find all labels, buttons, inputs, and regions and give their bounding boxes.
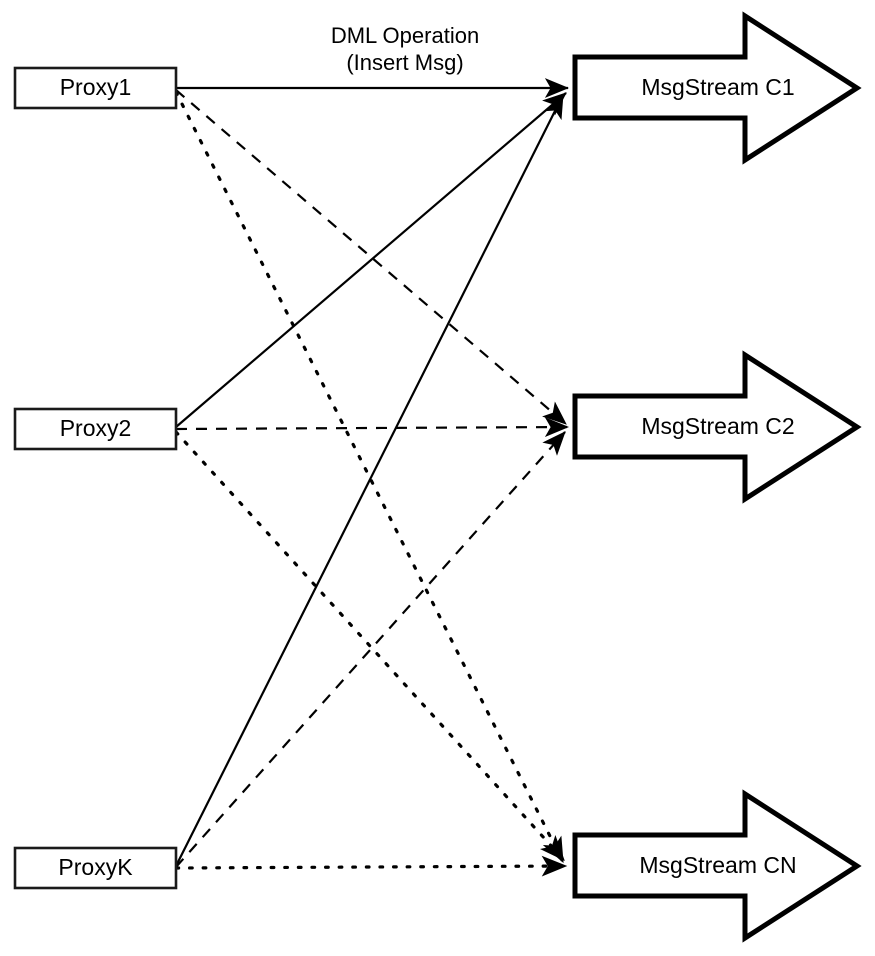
stream-cn-label: MsgStream CN xyxy=(639,852,796,878)
stream-c1-label: MsgStream C1 xyxy=(641,74,794,100)
edge-proxy2-to-stream-c1[interactable] xyxy=(175,92,567,428)
proxy-node-proxy2[interactable]: Proxy2 xyxy=(13,407,178,451)
edge-proxy1-to-stream-c2[interactable] xyxy=(175,89,567,425)
proxy2-box[interactable] xyxy=(13,407,178,451)
edge-proxy1-to-stream-cn[interactable] xyxy=(174,90,565,864)
edge-caption: DML Operation (Insert Msg) xyxy=(331,23,479,75)
edge-group-proxyk xyxy=(174,94,568,877)
edge-caption-line2: (Insert Msg) xyxy=(346,50,463,75)
edge-group-proxy1 xyxy=(174,78,570,864)
stream-cn-arrow-shape[interactable] xyxy=(572,789,862,943)
edge-proxyk-to-stream-c1[interactable] xyxy=(175,94,564,867)
edge-proxyk-to-stream-c2[interactable] xyxy=(175,431,566,868)
stream-node-c1[interactable]: MsgStream C1 xyxy=(572,11,862,165)
stream-node-cn[interactable]: MsgStream CN xyxy=(572,789,862,943)
proxyk-box[interactable] xyxy=(13,846,178,890)
proxyk-label: ProxyK xyxy=(58,854,133,880)
proxy-node-proxy1[interactable]: Proxy1 xyxy=(13,66,178,110)
stream-c2-arrow-shape[interactable] xyxy=(572,350,862,504)
stream-c1-arrow-shape[interactable] xyxy=(572,11,862,165)
stream-c2-label: MsgStream C2 xyxy=(641,413,794,439)
proxy1-box[interactable] xyxy=(13,66,178,110)
stream-node-c2[interactable]: MsgStream C2 xyxy=(572,350,862,504)
proxy1-label: Proxy1 xyxy=(60,74,132,100)
proxy2-label: Proxy2 xyxy=(60,415,132,441)
edge-caption-line1: DML Operation xyxy=(331,23,479,48)
proxy-node-proxyk[interactable]: ProxyK xyxy=(13,846,178,890)
edge-proxy2-to-stream-cn[interactable] xyxy=(174,430,566,862)
edge-proxyk-to-stream-cn[interactable] xyxy=(174,855,568,877)
edge-proxy2-to-stream-c2[interactable] xyxy=(175,417,570,438)
edge-group-proxy2 xyxy=(174,92,570,862)
